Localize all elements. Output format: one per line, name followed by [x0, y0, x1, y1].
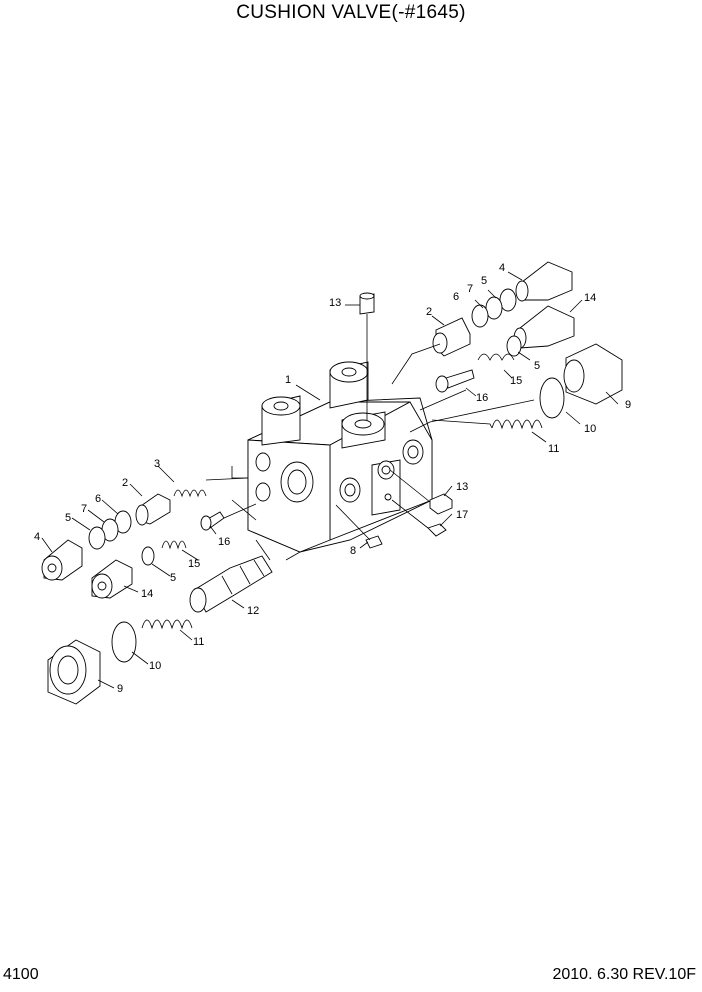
leader-lines: [41, 271, 619, 689]
callout-16-left: 16: [218, 536, 230, 548]
part-12-spool: [189, 555, 273, 613]
callout-13-right: 13: [456, 481, 468, 493]
callout-4-left: 4: [34, 531, 40, 543]
part-9-cap-right: [563, 343, 623, 405]
valve-body: [247, 361, 433, 553]
callout-2-left: 2: [122, 477, 128, 489]
part-10-oring-right: [539, 377, 565, 419]
callout-5-left-b: 5: [170, 572, 176, 584]
callout-5-left-a: 5: [65, 512, 71, 524]
part-5-oring-left-b: [141, 546, 155, 566]
callout-6-right: 6: [453, 291, 459, 303]
callout-11-right: 11: [548, 443, 559, 455]
callout-15-left: 15: [188, 558, 200, 570]
diagram-title: CUSHION VALVE(-#1645): [236, 2, 466, 23]
part-10-oring-left: [111, 621, 137, 663]
callout-14-left: 14: [141, 588, 153, 600]
callout-16-right: 16: [476, 392, 488, 404]
part-2-poppet-left: [135, 493, 171, 526]
callout-8: 8: [350, 545, 356, 557]
revision-date: 2010. 6.30 REV.10F: [552, 966, 696, 983]
callout-15-right: 15: [510, 375, 522, 387]
callout-13-top: 13: [329, 297, 341, 309]
part-5-oring-left-a: [88, 526, 106, 550]
part-14-plug-left: [91, 559, 133, 599]
part-15-spring-left: [161, 540, 187, 550]
callout-1: 1: [285, 374, 291, 386]
part-13-plug-top: [359, 292, 375, 315]
part-11-spring-right: [491, 419, 543, 430]
callout-14-right: 14: [584, 292, 596, 304]
part-3-spring-left: [173, 489, 207, 498]
callout-5-right-b: 5: [534, 360, 540, 372]
callout-5-right-a: 5: [481, 275, 487, 287]
callout-7-left: 7: [81, 503, 87, 515]
part-2-poppet-right: [432, 317, 471, 357]
part-13-plug-a: [429, 493, 453, 515]
callout-10-right: 10: [584, 423, 596, 435]
part-4-plug-left: [41, 539, 83, 581]
callout-4-right: 4: [499, 262, 505, 274]
callout-labels: 13 1 2 6 7 5 4 14 5 15 16 9 10 11 3 2 6 …: [34, 262, 631, 695]
page-number: 4100: [3, 966, 39, 983]
part-8-plug: [365, 535, 383, 549]
part-11-spring-left: [141, 619, 193, 630]
callout-17: 17: [456, 509, 468, 521]
callout-9-left: 9: [117, 683, 123, 695]
part-9-cap-left: [47, 639, 101, 705]
part-17-plug: [427, 523, 447, 537]
callout-6-left: 6: [95, 493, 101, 505]
part-4-plug-right: [515, 261, 573, 302]
part-16-pin-left: [200, 511, 225, 531]
callout-11-left: 11: [193, 636, 204, 648]
callout-3: 3: [154, 458, 160, 470]
callout-2-right: 2: [426, 306, 432, 318]
callout-7-right: 7: [467, 283, 473, 295]
part-14-plug-right: [513, 305, 575, 349]
part-15-spring-right: [477, 353, 515, 361]
callout-12: 12: [247, 605, 259, 617]
callout-9-right: 9: [625, 399, 631, 411]
callout-10-left: 10: [149, 660, 161, 672]
part-6-ring-right: [471, 304, 489, 328]
part-5-oring-right-b: [506, 335, 522, 357]
part-16-pin-right: [435, 369, 475, 393]
